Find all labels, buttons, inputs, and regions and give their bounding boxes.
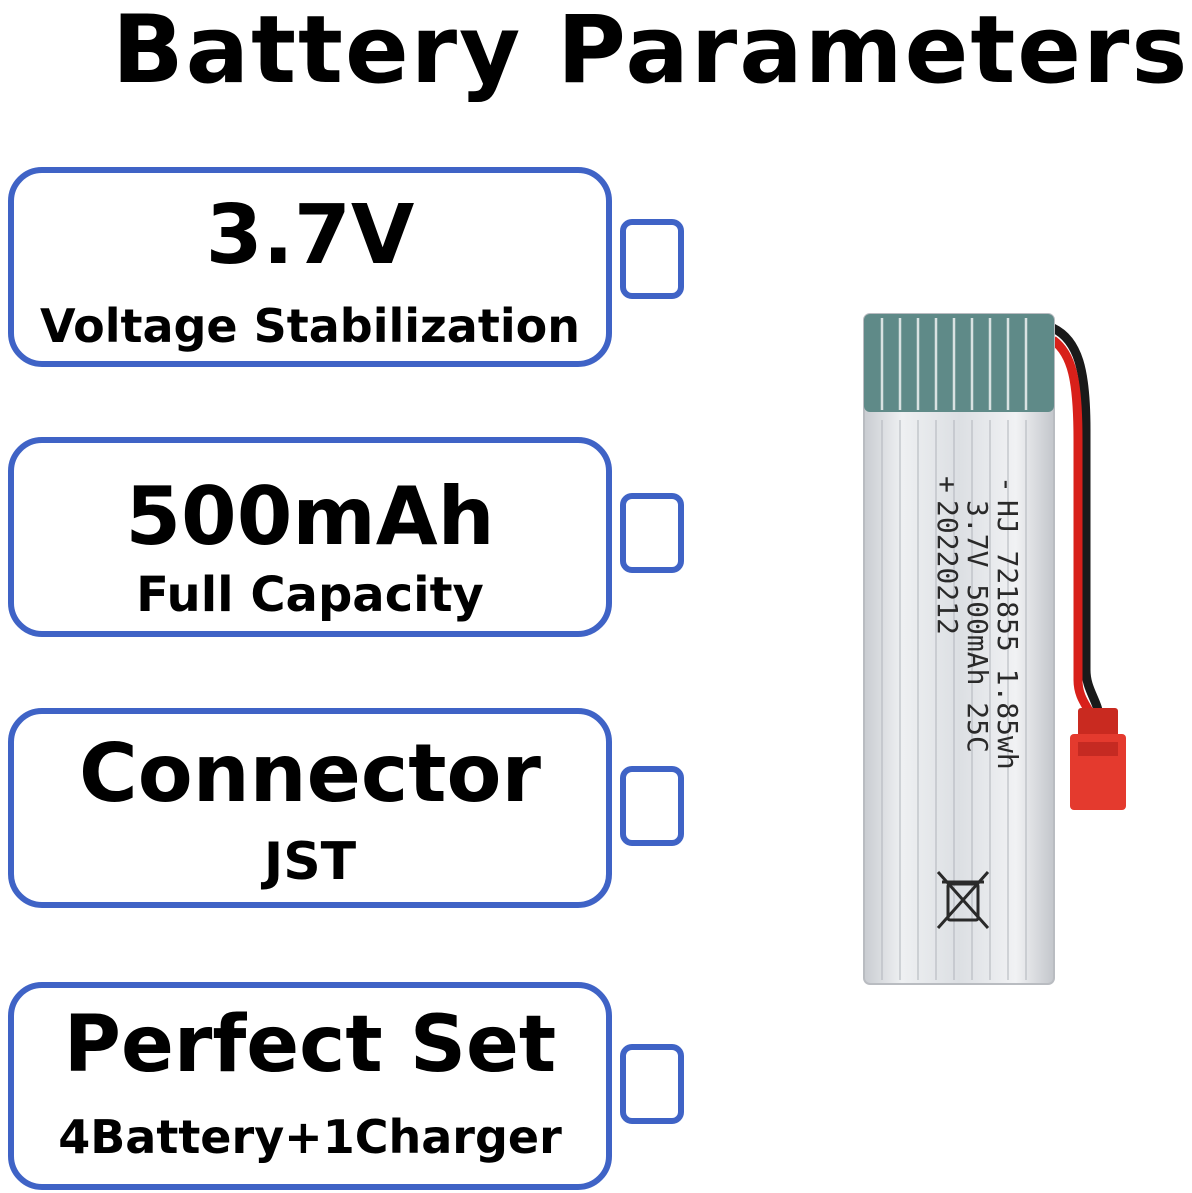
battery-label-line1: HJ 721855 1.85wh xyxy=(991,500,1024,770)
spec-card-set: Perfect Set 4Battery+1Charger xyxy=(8,982,688,1190)
spec-value: 3.7V xyxy=(205,188,415,283)
battery-plus: + xyxy=(931,476,964,493)
card-terminal xyxy=(620,766,684,846)
card-body xyxy=(8,708,612,908)
spec-label: 4Battery+1Charger xyxy=(58,1110,562,1164)
page-title: Battery Parameters xyxy=(112,0,1190,105)
card-body xyxy=(8,437,612,637)
card-body xyxy=(8,167,612,367)
card-body xyxy=(8,982,612,1190)
spec-card-capacity: 500mAh Full Capacity xyxy=(8,437,688,637)
spec-label: Voltage Stabilization xyxy=(40,299,580,353)
battery-image: HJ 721855 1.85wh 3.7V 500mAh 25C 2022021… xyxy=(858,310,1168,990)
weee-bin-icon xyxy=(936,871,990,929)
spec-value: Perfect Set xyxy=(63,1000,557,1090)
card-terminal xyxy=(620,219,684,299)
spec-value: 500mAh xyxy=(125,470,495,563)
jst-connector-icon xyxy=(1070,708,1126,810)
card-terminal xyxy=(620,1044,684,1124)
battery-label-line3: 20220212 xyxy=(931,500,964,635)
spec-value: Connector xyxy=(79,727,541,820)
card-terminal xyxy=(620,493,684,573)
spec-label: Full Capacity xyxy=(136,567,484,623)
spec-card-voltage: 3.7V Voltage Stabilization xyxy=(8,167,688,367)
battery-minus: - xyxy=(991,476,1024,493)
battery-label-line2: 3.7V 500mAh 25C xyxy=(961,500,994,753)
spec-label: JST xyxy=(263,832,357,892)
spec-card-connector: Connector JST xyxy=(8,708,688,908)
